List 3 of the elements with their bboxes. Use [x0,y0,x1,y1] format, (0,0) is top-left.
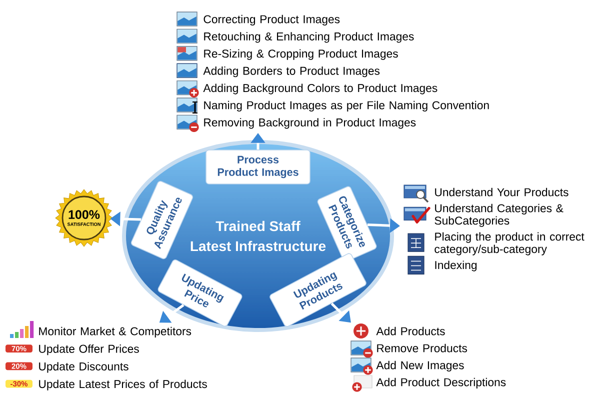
process-label: Process Product Images [206,150,310,184]
item-list: Correcting Product Images Retouching & Enhancing Product Images Re-Sizing & Cropping Product Images Adding Borders to Product Images Adding Background Colors to Product Images Naming Product Images as per File Naming Convention Removing Background in Product Images [203,14,489,129]
item-list: Understand Your Products Understand Categories & SubCategories Placing the product in correct category/sub-category Indexing [434,188,584,272]
